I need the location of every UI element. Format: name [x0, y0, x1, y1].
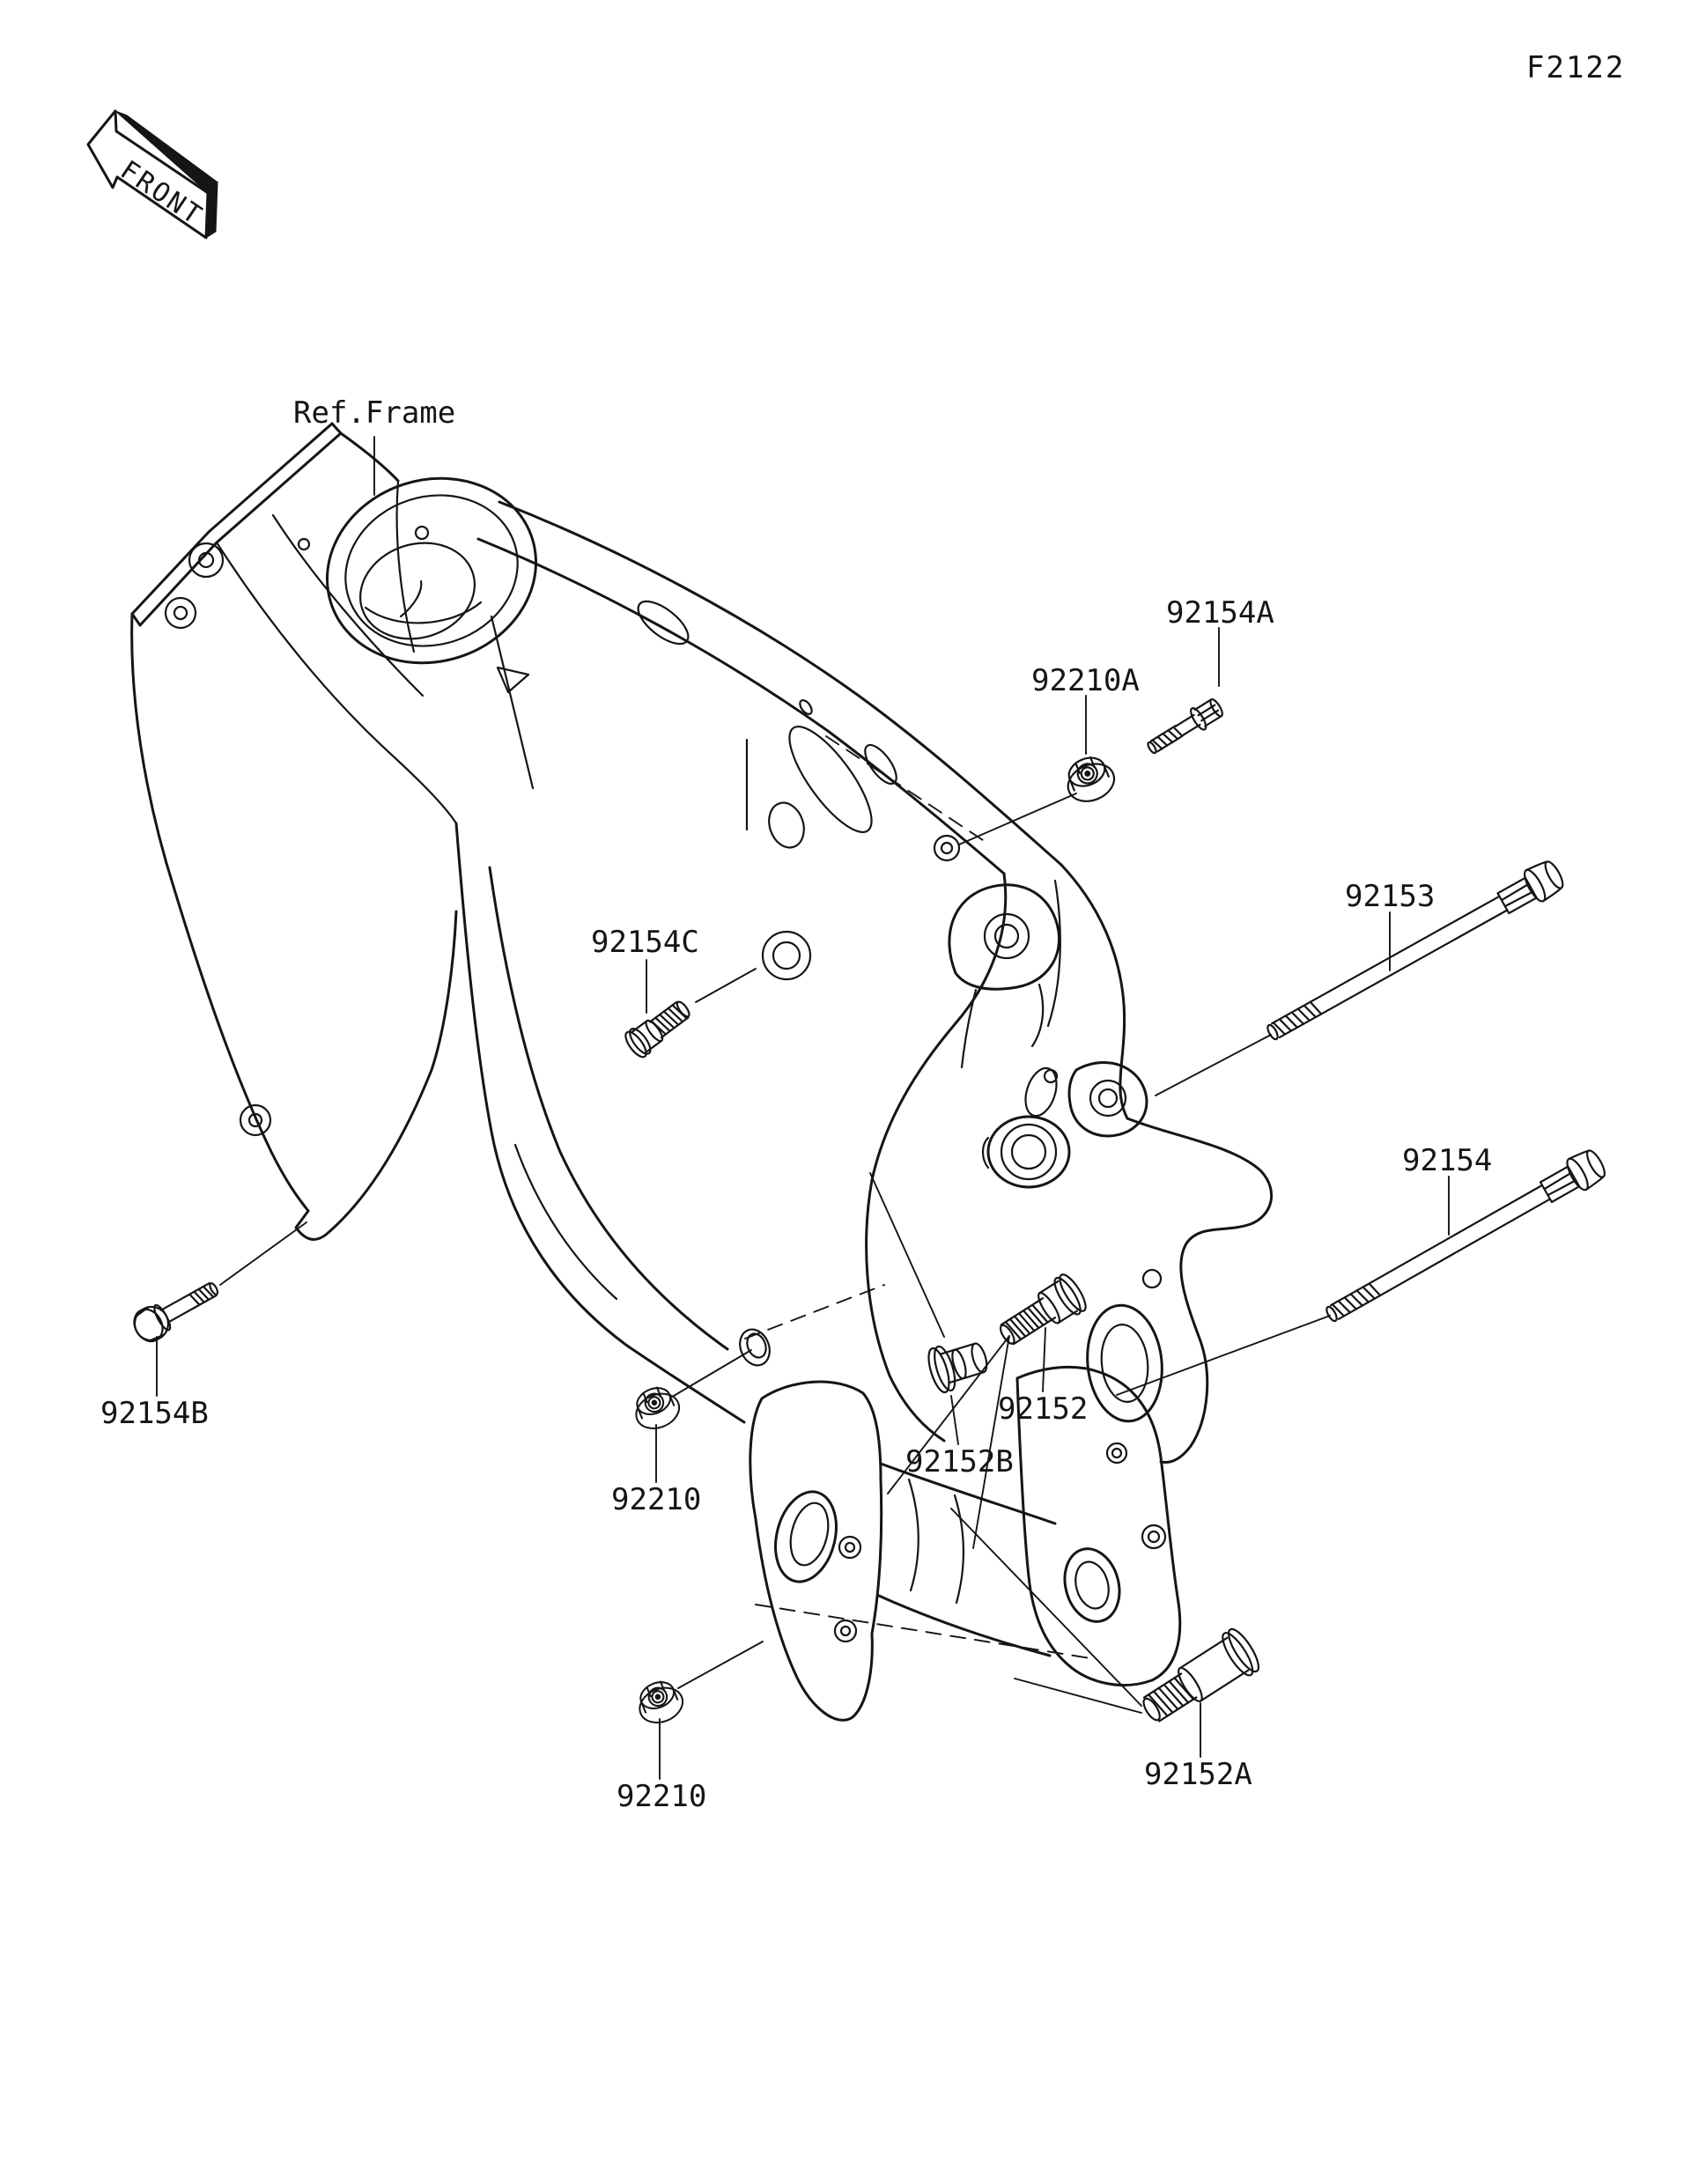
part-label-92154C: 92154C — [591, 925, 699, 960]
part-label-92154A: 92154A — [1166, 595, 1274, 631]
frame-left-wing — [130, 422, 805, 1241]
bolt-92154C-drawing — [624, 1000, 690, 1059]
ref-frame-label: Ref.Frame — [293, 395, 456, 431]
bolt-92154A-drawing — [1147, 697, 1223, 755]
part-label-92210-bottom: 92210 — [617, 1779, 707, 1814]
bolt-92154B-drawing — [133, 1281, 219, 1343]
bolt-92152A-drawing — [1142, 1627, 1260, 1723]
figure-code: F2122 — [1526, 50, 1626, 85]
pointer-lines — [219, 793, 1331, 1714]
part-label-92152A: 92152A — [1144, 1757, 1252, 1792]
nut-92210A-drawing — [1067, 756, 1116, 802]
bolt-92154-drawing — [1325, 1149, 1606, 1323]
part-label-92152B: 92152B — [905, 1444, 1014, 1479]
leader-lines — [156, 436, 1450, 1780]
nut-92210-bottom-drawing — [639, 1680, 684, 1723]
part-label-92210A: 92210A — [1031, 663, 1140, 698]
collar-92152B-drawing — [927, 1342, 988, 1394]
nut-92210-mid-drawing — [635, 1386, 681, 1429]
bolt-92152-drawing — [999, 1273, 1087, 1346]
frame-front-leg — [454, 822, 885, 1424]
frame-main-spar — [476, 500, 1063, 875]
part-label-92210-mid: 92210 — [611, 1482, 702, 1517]
engine-mount-plate — [865, 834, 1274, 1464]
bolt-92153-drawing — [1266, 860, 1564, 1041]
part-label-92154: 92154 — [1402, 1143, 1493, 1178]
part-label-92154B: 92154B — [100, 1396, 209, 1431]
part-label-92153: 92153 — [1345, 879, 1436, 914]
part-label-92152: 92152 — [998, 1391, 1089, 1427]
front-arrow-icon: FRONT — [86, 109, 218, 240]
steering-head — [326, 476, 537, 665]
boss-92154C-target — [761, 930, 812, 981]
engine-bracket — [749, 1365, 1182, 1722]
